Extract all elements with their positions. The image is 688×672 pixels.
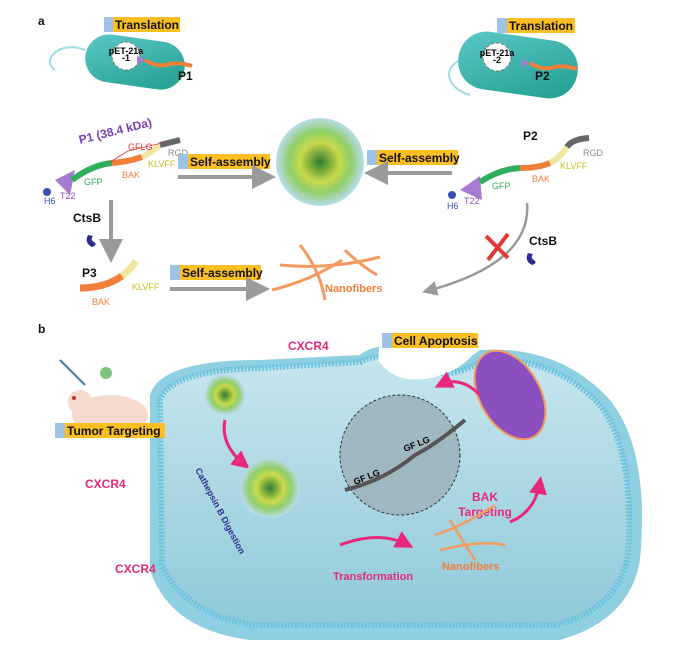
self-assembly-left-badge bbox=[188, 154, 270, 169]
gflg-label: GFLG bbox=[128, 142, 153, 152]
cxcr4-label-bottom: CXCR4 bbox=[115, 562, 156, 576]
translation-right-label: Translation bbox=[509, 19, 573, 33]
self-assembly-right-label: Self-assembly bbox=[379, 151, 460, 165]
t22-label: T22 bbox=[60, 191, 76, 201]
klvff-label: KLVFF bbox=[148, 159, 176, 169]
nanofibers-icon bbox=[271, 244, 381, 301]
transformation-arrow-icon bbox=[339, 531, 414, 548]
rgd-label: RGD bbox=[583, 148, 604, 158]
nanofibers-icon bbox=[434, 503, 506, 561]
cxcr4-label-top: CXCR4 bbox=[288, 339, 329, 353]
cxcr4-label-middle: CXCR4 bbox=[85, 477, 126, 491]
tag-icon bbox=[55, 423, 65, 438]
plasmid-left-label: pET-21a bbox=[109, 46, 145, 56]
tag-icon bbox=[367, 150, 377, 165]
tag-icon bbox=[170, 265, 180, 280]
p2-cell-label: P2 bbox=[535, 69, 550, 83]
bak-targeting-arrow-icon bbox=[509, 476, 547, 524]
cell-apoptosis-label: Cell Apoptosis bbox=[394, 334, 478, 348]
apoptosis-arrow-icon bbox=[434, 371, 482, 397]
transformation-label: Transformation bbox=[333, 571, 413, 583]
p3-bak-segment bbox=[79, 273, 125, 292]
t22-label: T22 bbox=[464, 196, 480, 206]
translation-left-label: Translation bbox=[115, 18, 179, 32]
nanofibers-label-b: Nanofibers bbox=[442, 561, 499, 573]
tumor-targeting-label: Tumor Targeting bbox=[67, 424, 161, 438]
translation-right-badge bbox=[507, 18, 575, 33]
micelle-icon bbox=[205, 375, 245, 415]
peptide-strand bbox=[344, 418, 467, 492]
klvff-label: KLVFF bbox=[132, 282, 160, 292]
p1-construct bbox=[43, 137, 181, 196]
internalization-arrow-icon bbox=[222, 419, 250, 469]
plasmid-left-label-2: -1 bbox=[122, 53, 130, 63]
p3-klvff-segment bbox=[119, 259, 139, 279]
gfp-label: GFP bbox=[84, 177, 103, 187]
ctsb-right-label: CtsB bbox=[529, 234, 557, 248]
bak-label: BAK bbox=[92, 297, 110, 307]
magnified-view bbox=[339, 394, 461, 516]
panel-b-letter: b bbox=[38, 322, 45, 336]
cell-apoptosis-badge bbox=[392, 333, 478, 348]
nanofibers-label: Nanofibers bbox=[325, 283, 382, 295]
tag-icon bbox=[104, 17, 113, 32]
self-assembly-right-badge bbox=[377, 150, 458, 165]
bak-targeting-label-1: BAK bbox=[472, 490, 498, 504]
p2-construct bbox=[448, 135, 590, 200]
ctsb-left-label: CtsB bbox=[73, 211, 101, 225]
cathepsin-b-icon bbox=[526, 253, 536, 265]
cathepsin-b-icon bbox=[86, 235, 96, 247]
mitochondrion-icon bbox=[473, 349, 547, 441]
h6-label: H6 bbox=[44, 196, 56, 206]
panel-a-letter: a bbox=[38, 14, 45, 28]
blocked-arrow-icon bbox=[422, 202, 529, 296]
plasmid-right-label: pET-21a bbox=[480, 48, 516, 58]
klvff-label: KLVFF bbox=[560, 161, 588, 171]
tag-icon bbox=[382, 333, 392, 348]
self-assembly-left-label: Self-assembly bbox=[190, 155, 271, 169]
rgd-label: RGD bbox=[168, 148, 189, 158]
self-assembly-bottom-label: Self-assembly bbox=[182, 266, 263, 280]
self-assembly-bottom-badge bbox=[180, 265, 261, 280]
micelle-icon bbox=[276, 118, 364, 206]
tag-icon bbox=[178, 154, 188, 169]
blocked-x-icon bbox=[484, 232, 510, 262]
translation-left-badge bbox=[113, 17, 180, 32]
bacterium-right-icon bbox=[448, 31, 578, 99]
p2-title: P2 bbox=[523, 129, 538, 143]
tag-icon bbox=[497, 18, 507, 33]
disassembling-micelle-icon bbox=[240, 458, 300, 518]
h6-label: H6 bbox=[447, 201, 459, 211]
bak-label: BAK bbox=[122, 170, 140, 180]
p3-title: P3 bbox=[82, 266, 97, 280]
bak-label: BAK bbox=[532, 174, 550, 184]
gfp-label: GFP bbox=[492, 181, 511, 191]
bacterium-left-icon bbox=[48, 34, 193, 90]
p1-cell-label: P1 bbox=[178, 69, 193, 83]
plasmid-right-label-2: -2 bbox=[493, 55, 501, 65]
tumor-targeting-badge bbox=[65, 423, 165, 438]
